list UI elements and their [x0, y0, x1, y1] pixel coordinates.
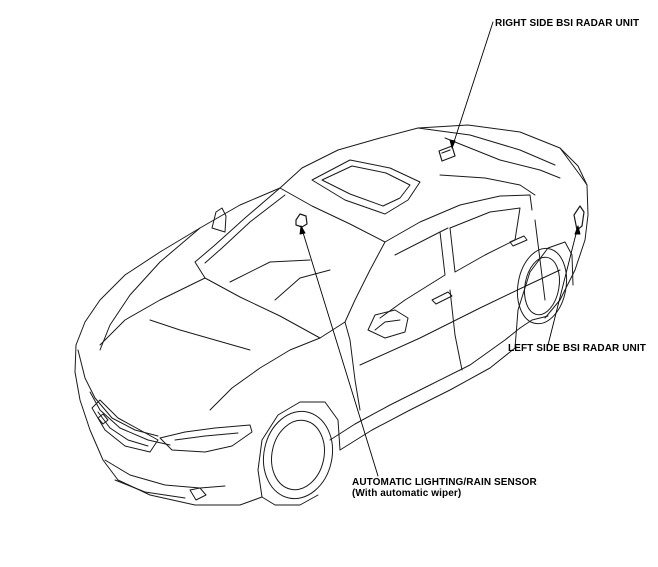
- left-radar-label: LEFT SIDE BSI RADAR UNIT: [508, 343, 646, 354]
- doors: [344, 219, 561, 411]
- rain-sensor-component: [295, 213, 308, 228]
- sensor-label-line2: (With automatic wiper): [352, 488, 462, 499]
- arrowhead-right-radar: [449, 139, 456, 149]
- leader-lines: [299, 21, 581, 477]
- front-fascia: [77, 349, 226, 501]
- car-body-outline: [74, 124, 589, 506]
- windshield: [194, 187, 386, 339]
- sensor-label-line1: AUTOMATIC LIGHTING/RAIN SENSOR: [352, 477, 537, 488]
- sunroof: [311, 159, 421, 215]
- arrowhead-sensor: [299, 225, 306, 235]
- leader-left-radar: [547, 225, 579, 346]
- headlight: [159, 424, 253, 453]
- hood: [99, 227, 321, 411]
- right-radar-label: RIGHT SIDE BSI RADAR UNIT: [495, 18, 639, 29]
- leader-right-radar: [451, 21, 494, 149]
- front-wheel: [257, 401, 341, 506]
- side-mirror: [367, 309, 409, 339]
- right-radar-label-text: RIGHT SIDE BSI RADAR UNIT: [495, 18, 640, 29]
- rear-wheel: [514, 241, 574, 349]
- arrowhead-left-radar: [574, 225, 581, 235]
- leader-sensor: [300, 225, 379, 477]
- sensor-label: AUTOMATIC LIGHTING/RAIN SENSOR (With aut…: [352, 477, 537, 499]
- side-windows: [379, 194, 533, 319]
- right-radar-component: [438, 145, 456, 162]
- left-radar-label-text: LEFT SIDE BSI RADAR UNIT: [508, 343, 646, 354]
- left-radar-component: [573, 205, 585, 231]
- rear-window: [417, 127, 588, 196]
- passenger-mirror: [211, 207, 227, 233]
